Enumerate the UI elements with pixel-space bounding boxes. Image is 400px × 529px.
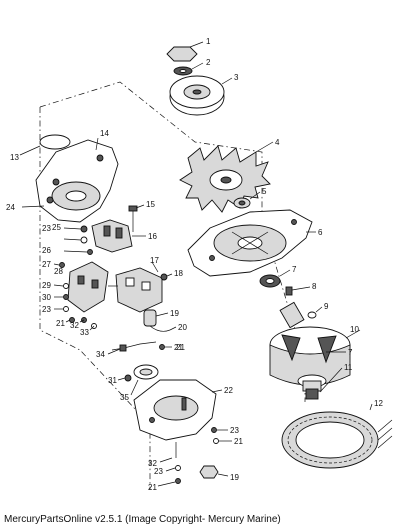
callout-32a: 32 xyxy=(70,321,79,330)
callout-26: 26 xyxy=(42,246,51,255)
clip-screw xyxy=(159,344,172,350)
callout-17: 17 xyxy=(150,256,159,265)
bridge-screw xyxy=(79,317,87,323)
callout-2: 2 xyxy=(206,58,211,67)
pulley-washer xyxy=(173,62,204,76)
callout-9: 9 xyxy=(324,302,329,311)
callout-1: 1 xyxy=(206,37,211,46)
through-bolt xyxy=(128,204,145,232)
callout-19b: 19 xyxy=(230,473,239,482)
callout-20: 20 xyxy=(178,323,187,332)
callout-18: 18 xyxy=(174,269,183,278)
terminal-clip xyxy=(107,341,157,355)
callout-27: 27 xyxy=(42,260,51,269)
callout-21a: 21 xyxy=(174,343,183,352)
cover-bolt-washer xyxy=(165,465,181,472)
callout-22: 22 xyxy=(224,386,233,395)
callout-5: 5 xyxy=(262,187,267,196)
drive-end-bearing xyxy=(259,269,291,288)
rectifier-screw xyxy=(53,262,65,268)
callout-29: 29 xyxy=(42,281,51,290)
pulley-nut xyxy=(166,41,204,62)
callout-32b: 32 xyxy=(148,459,157,468)
rectifier-nut xyxy=(54,294,69,300)
callout-25: 25 xyxy=(52,223,61,232)
collar xyxy=(307,306,323,319)
callout-35: 35 xyxy=(120,393,129,402)
stator xyxy=(281,403,393,469)
callout-14: 14 xyxy=(100,129,109,138)
callout-23d: 23 xyxy=(230,426,239,435)
slip-ring-end-frame xyxy=(21,137,119,223)
regulator xyxy=(115,261,163,313)
rectifier-washer xyxy=(53,283,69,289)
callout-30: 30 xyxy=(42,293,51,302)
callout-11: 11 xyxy=(344,363,353,372)
callout-4: 4 xyxy=(275,138,280,147)
callout-12: 12 xyxy=(374,399,383,408)
callout-8: 8 xyxy=(312,282,317,291)
brush-holder xyxy=(91,219,146,253)
callout-16: 16 xyxy=(148,232,157,241)
callout-6: 6 xyxy=(318,228,323,237)
rectifier-lockwasher xyxy=(54,306,69,312)
callout-21e: 21 xyxy=(234,437,243,446)
callout-28: 28 xyxy=(54,267,63,276)
callout-21b: 21 xyxy=(56,319,65,328)
callout-23b: 23 xyxy=(42,305,51,314)
slip-ring-bearing xyxy=(297,351,346,392)
cover-bolt-nut xyxy=(157,478,181,487)
rear-cover xyxy=(133,379,223,441)
capacitor xyxy=(143,309,169,327)
capacitor-lead xyxy=(149,325,177,332)
insulator xyxy=(130,364,159,396)
pulley xyxy=(169,75,233,116)
fan xyxy=(179,141,274,213)
callout-24: 24 xyxy=(6,203,15,212)
rotor xyxy=(269,301,361,386)
spacer xyxy=(233,191,261,209)
callout-34: 34 xyxy=(96,350,105,359)
callout-10: 10 xyxy=(350,325,359,334)
callout-3: 3 xyxy=(234,73,239,82)
o-ring xyxy=(19,134,71,156)
cover-bolt xyxy=(159,442,177,463)
callout-13: 13 xyxy=(10,153,19,162)
callout-21d: 21 xyxy=(148,483,157,492)
bridge-stud xyxy=(89,323,97,331)
cover-screw xyxy=(211,427,228,433)
callout-labels: 1 2 3 4 5 6 7 8 9 10 7 11 12 13 14 15 16… xyxy=(6,37,383,492)
rectifier-bridge xyxy=(67,261,118,313)
insulator-nut xyxy=(117,374,132,382)
callout-31: 31 xyxy=(108,376,117,385)
terminal-stud xyxy=(63,249,93,255)
drive-end-frame xyxy=(187,209,316,277)
regulator-screw xyxy=(160,273,173,281)
slip-ring xyxy=(305,367,343,400)
callout-21c: 21 xyxy=(176,343,185,352)
callout-15: 15 xyxy=(146,200,155,209)
cover-washer xyxy=(213,438,232,444)
copyright-caption: MercuryPartsOnline v2.5.1 (Image Copyrig… xyxy=(4,514,281,525)
bottom-nut xyxy=(199,465,229,479)
callout-7b: 7 xyxy=(348,348,353,357)
holder-screw xyxy=(63,225,88,233)
retainer-screw xyxy=(285,286,311,296)
callout-23c: 23 xyxy=(154,467,163,476)
callout-19a: 19 xyxy=(170,309,179,318)
rectifier-terminal xyxy=(65,317,75,323)
callout-7a: 7 xyxy=(292,265,297,274)
callout-33: 33 xyxy=(80,328,89,337)
holder-washer xyxy=(63,236,88,244)
callout-23a: 23 xyxy=(42,224,51,233)
